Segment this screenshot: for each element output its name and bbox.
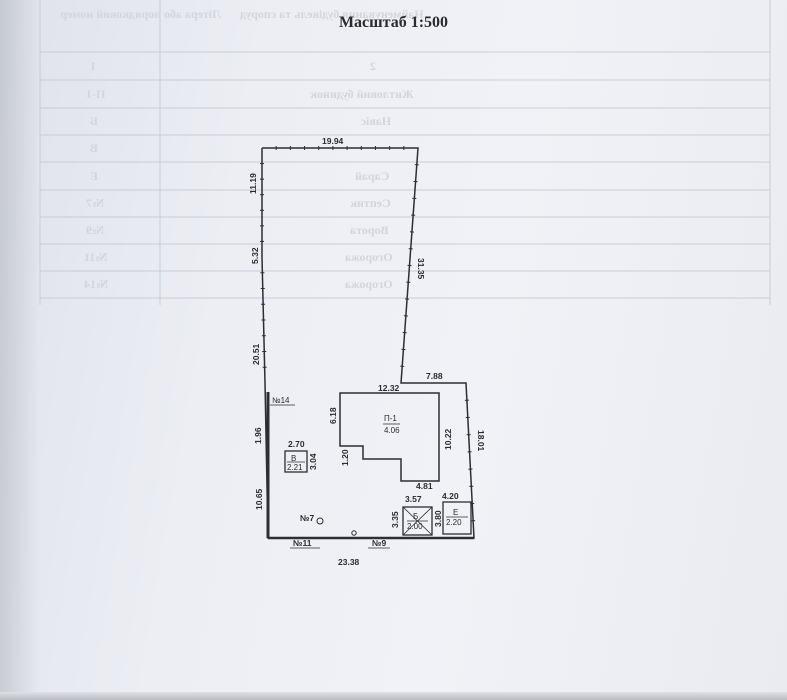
bg-row-name: Ворота: [350, 223, 389, 237]
building-e-width-dim: 4.20: [442, 491, 459, 501]
bg-row-id: №9: [86, 223, 104, 237]
dim-left-lower: 1.96: [253, 427, 263, 444]
bg-header-name: Найменування будівель та споруд: [240, 7, 424, 21]
house-width-dim: 12.32: [378, 383, 400, 393]
house-depth-dim: 6.18: [328, 407, 338, 424]
bg-header-id: Літера або порядковий номер: [60, 7, 221, 21]
fence-11-label: №11: [293, 538, 312, 548]
bg-row-id: Е: [90, 169, 98, 183]
house-step-dim: 1.20: [340, 449, 350, 466]
dim-top: 19.94: [322, 136, 344, 146]
bg-row-id: №14: [84, 277, 108, 291]
bg-row-id: №11: [84, 250, 107, 264]
dim-right-step: 7.88: [426, 371, 443, 381]
dim-right-side: 18.01: [476, 430, 486, 452]
bg-row-id: Б: [90, 114, 98, 128]
bg-row-id: П-1: [86, 87, 105, 101]
house-side-dim: 10.22: [443, 428, 453, 450]
paper-shadow: [0, 0, 40, 700]
dim-left-mid: 20.51: [251, 343, 261, 365]
dim-left-top: 11.19: [248, 173, 258, 194]
paper-bottom-edge: [0, 692, 787, 700]
building-b-height: 2.00: [407, 522, 423, 531]
dim-right-diagonal: 31.35: [416, 258, 426, 280]
septic-7-label: №7: [300, 513, 314, 523]
bg-row-id: В: [90, 141, 98, 155]
building-v-name: В: [291, 454, 296, 463]
building-b-name: Б: [413, 512, 418, 521]
house-bottom-dim: 4.81: [416, 481, 433, 491]
building-e-name: Е: [453, 508, 458, 517]
building-v-outline: [284, 450, 308, 473]
building-e-height: 2.20: [446, 518, 462, 527]
building-v-height: 2.21: [287, 463, 303, 472]
fence-14-label: №14: [272, 396, 290, 405]
building-v-depth-dim: 3.04: [308, 453, 318, 470]
bg-row-name: Септик: [350, 196, 391, 210]
building-v-width-dim: 2.70: [288, 439, 305, 449]
bg-row-name: 2: [370, 59, 376, 73]
building-b-side-dim: 3.35: [390, 511, 400, 528]
house-height: 4.06: [384, 426, 400, 435]
building-b-depth-dim: 3.80: [433, 510, 443, 527]
boundary-ticks: [260, 146, 476, 522]
building-e-outline: [442, 501, 472, 535]
bg-row-id: №7: [86, 196, 104, 210]
building-b-outline: [402, 506, 433, 536]
background-table: Літера або порядковий номер Найменування…: [39, 0, 771, 305]
dim-bottom: 23.38: [338, 557, 360, 567]
bg-row-name: Огорожа: [345, 250, 393, 264]
bg-row-name: Сарай: [355, 169, 389, 183]
bg-row-name: Житловий будинок: [310, 87, 414, 101]
bg-row-id: 1: [90, 59, 96, 73]
house-name: П-1: [384, 414, 397, 423]
building-b-width-dim: 3.57: [405, 494, 422, 504]
scale-title: Масштаб 1:500: [338, 14, 449, 31]
septic-7-mark: [316, 517, 324, 525]
house-outline: [339, 392, 440, 482]
bg-row-name: Навіс: [360, 114, 391, 128]
gate-9-label: №9: [372, 538, 386, 548]
dim-left-bottom: 10.65: [254, 488, 264, 510]
dim-left-upper: 5.32: [250, 247, 260, 264]
plot-boundary: [261, 147, 475, 539]
bg-row-name: Огорожа: [345, 277, 393, 291]
